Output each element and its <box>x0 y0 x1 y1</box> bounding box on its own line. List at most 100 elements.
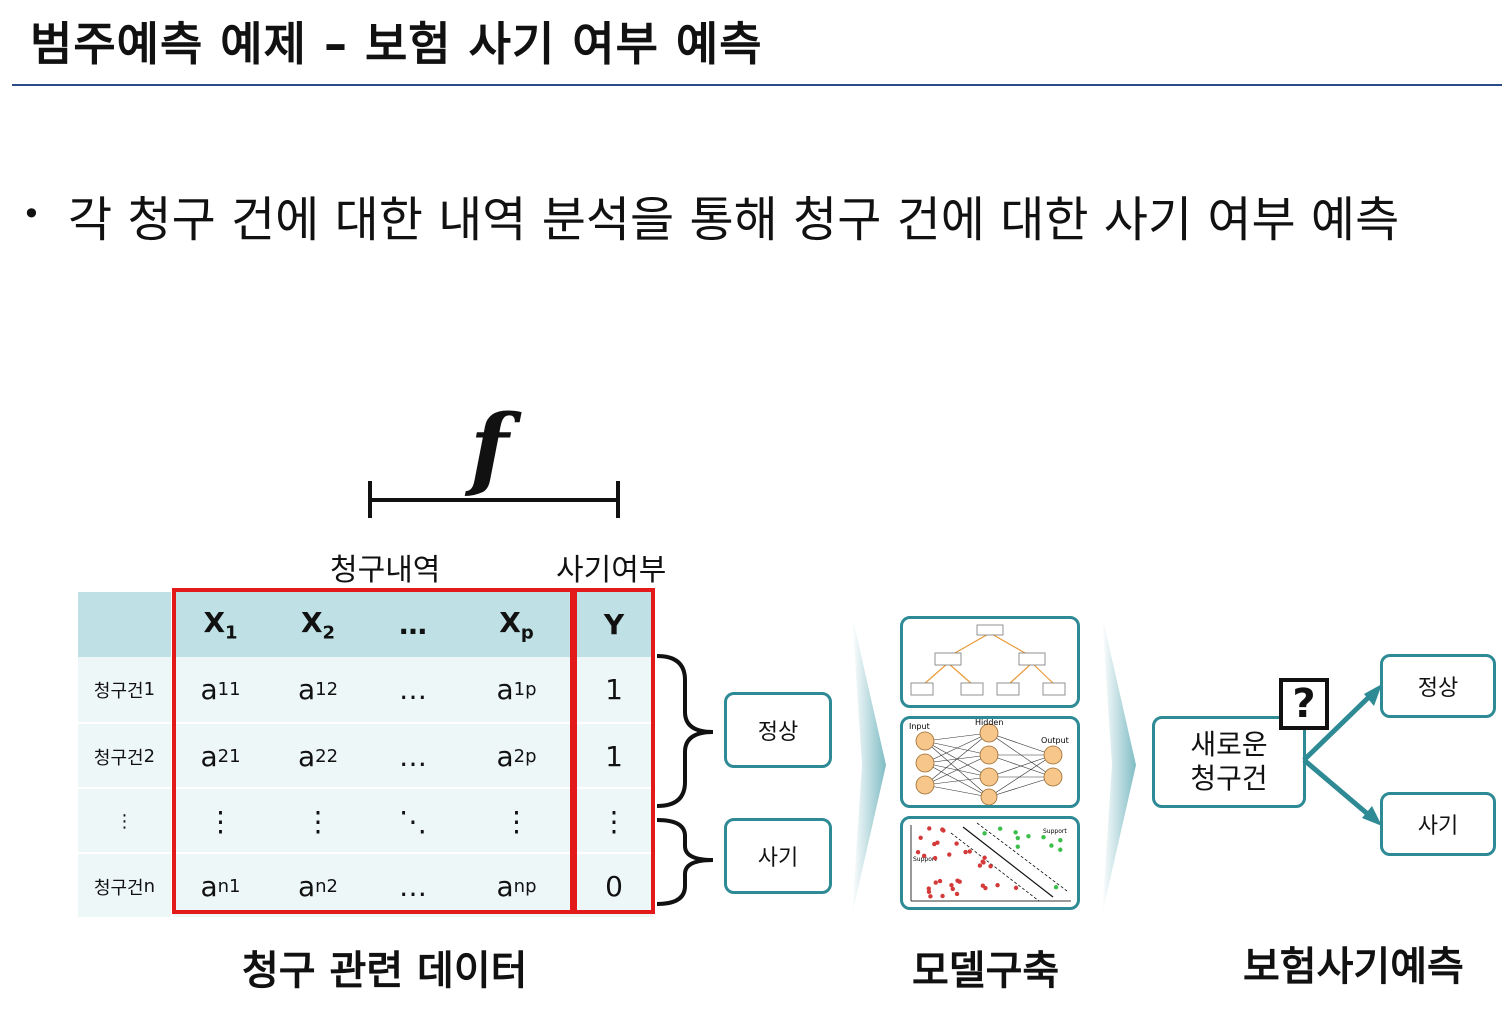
svm-point <box>918 835 923 841</box>
svm-point <box>949 882 954 888</box>
new-claim-box: 새로운 청구건 <box>1152 716 1306 808</box>
svm-point <box>982 831 987 836</box>
nn-hidden-label: Hidden <box>975 719 1003 727</box>
svm-point <box>1053 885 1059 890</box>
svm-point <box>1015 835 1020 841</box>
table-header-cell: X2 <box>300 605 336 644</box>
table-target-cell: 0 <box>605 870 623 903</box>
svm-point <box>947 852 952 857</box>
svm-point <box>935 840 940 845</box>
svm-point <box>928 894 933 899</box>
table-cell: ⋮ <box>206 805 235 838</box>
svm-point <box>1015 844 1020 849</box>
table-cell: ⋮ <box>502 805 531 838</box>
svm-point <box>921 853 927 859</box>
table-target-cell: 1 <box>605 740 623 773</box>
predict-caption: 보험사기예측 <box>1243 944 1464 990</box>
bullet-text: 각 청구 건에 대한 내역 분석을 통해 청구 건에 대한 사기 여부 예측 <box>68 192 1400 248</box>
svm-point <box>926 889 932 895</box>
table-target-cell: ⋮ <box>600 805 628 838</box>
svm-point <box>997 826 1003 831</box>
svm-point <box>940 827 945 832</box>
svm-support-label: Support <box>913 856 937 863</box>
table-cell: ⋱ <box>399 805 427 838</box>
nn-output-label: Output <box>1041 736 1069 745</box>
table-cell: … <box>399 673 427 706</box>
svm-point <box>983 885 988 891</box>
svm-point <box>1026 834 1031 839</box>
table-cell: ⋮ <box>304 805 332 838</box>
target-highlight-frame <box>573 588 655 914</box>
data-caption: 청구 관련 데이터 <box>242 948 528 994</box>
svm-point <box>1013 830 1018 835</box>
neural-network-graph: Input Hidden Output <box>909 719 1069 805</box>
model-caption: 모델구축 <box>912 948 1060 994</box>
svm-point <box>1049 843 1054 848</box>
nn-input-label: Input <box>909 722 930 731</box>
table-header-cell: X1 <box>203 605 238 644</box>
predict-fraud-box: 사기 <box>1380 792 1496 856</box>
table-row-label: ⋮ <box>115 811 134 832</box>
svm-point <box>954 841 959 846</box>
svm-point <box>982 855 987 860</box>
svm-point <box>950 886 955 892</box>
svm-point <box>940 893 945 899</box>
chevron-right-icon <box>852 615 886 915</box>
svm-point <box>967 849 972 854</box>
table-header-cell: Xp <box>499 605 534 644</box>
svm-point <box>927 826 932 831</box>
svm-point <box>933 880 938 885</box>
question-mark-icon: ? <box>1279 678 1329 730</box>
decision-tree-diagram <box>900 616 1080 708</box>
svm-point <box>926 886 931 891</box>
table-target-cell: 1 <box>605 673 623 706</box>
table-header-cell: Y <box>603 608 625 641</box>
table-header-cell: … <box>399 608 427 641</box>
svm-point <box>963 849 968 855</box>
function-symbol: f <box>470 395 509 501</box>
predict-normal-box: 정상 <box>1380 654 1496 718</box>
svm-point <box>977 863 983 868</box>
outcome-fraud-box: 사기 <box>724 818 832 894</box>
svm-point <box>915 849 921 855</box>
title-divider <box>12 84 1502 86</box>
svm-scatter: Support Support <box>910 822 1071 902</box>
svm-point <box>1058 847 1063 852</box>
features-highlight-frame <box>172 588 574 914</box>
svm-point <box>1058 838 1063 843</box>
svm-point <box>1041 834 1046 840</box>
page-title: 범주예측 예제 – 보험 사기 여부 예측 <box>30 17 763 71</box>
function-bracket <box>368 481 620 518</box>
svm-point <box>995 882 1000 888</box>
prediction-arrows <box>1302 684 1382 826</box>
chevron-right-icon <box>1102 615 1136 915</box>
outcome-braces <box>656 654 714 906</box>
neural-network-diagram: Input Hidden Output <box>900 716 1080 808</box>
table-cell: … <box>399 740 427 773</box>
svm-diagram: Support Support <box>900 816 1080 910</box>
fraud-status-label: 사기여부 <box>556 553 667 588</box>
claim-details-label: 청구내역 <box>330 553 441 588</box>
svm-point <box>937 878 943 884</box>
svm-point <box>955 878 960 883</box>
table-cell: … <box>399 870 427 903</box>
svm-point <box>1013 885 1019 891</box>
svm-support-label: Support <box>1043 828 1067 835</box>
svm-point <box>954 891 960 897</box>
svm-point <box>980 859 985 864</box>
svm-point <box>988 864 993 869</box>
outcome-normal-box: 정상 <box>724 692 832 768</box>
bullet-icon: • <box>22 195 41 233</box>
